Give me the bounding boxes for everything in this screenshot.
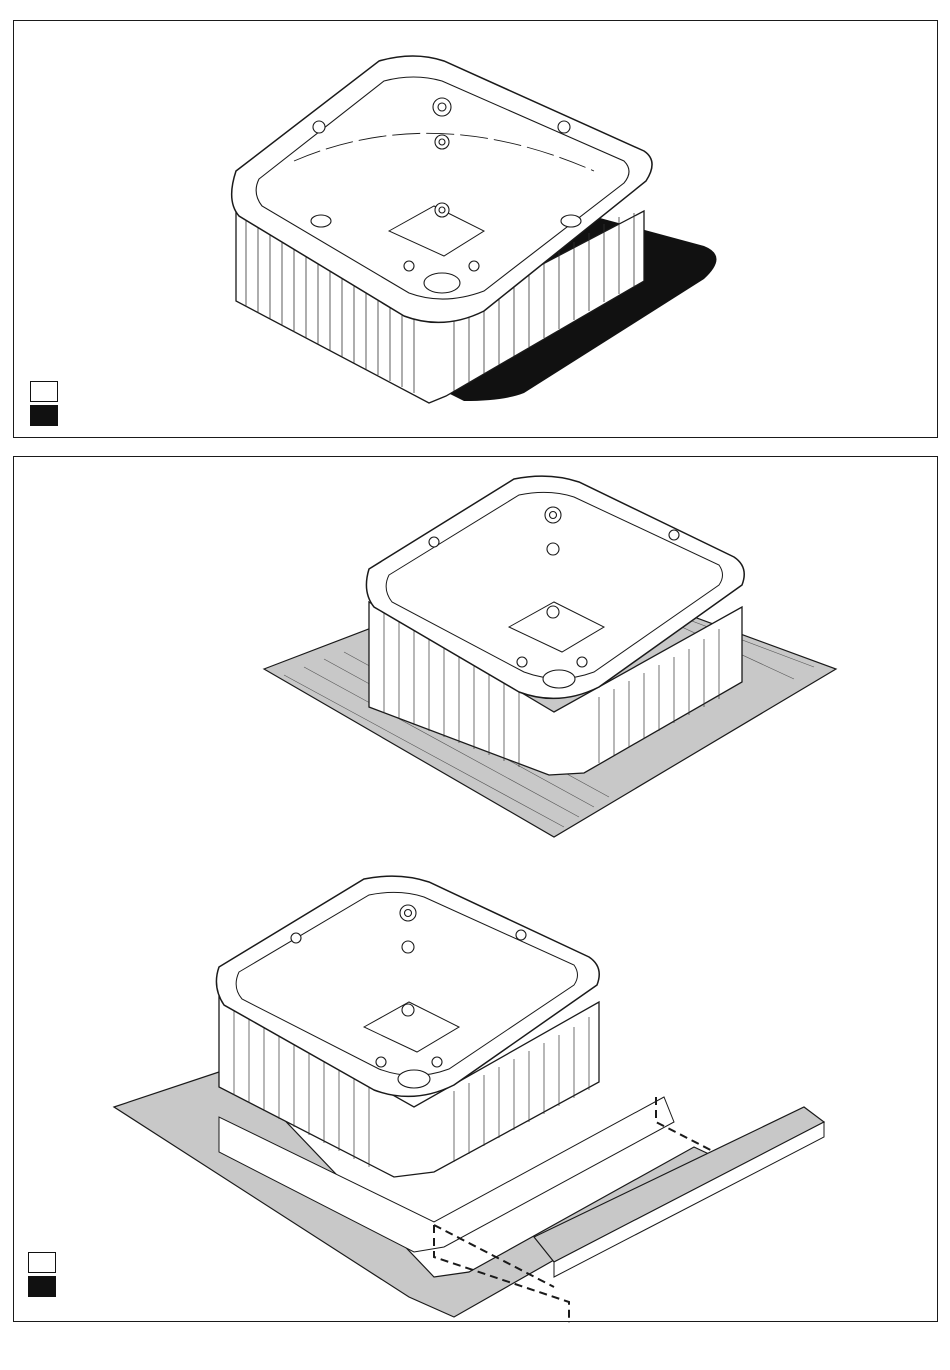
spa-on-dark-base-illustration [14,21,939,439]
legend-swatch-black [30,405,58,426]
figure-panel-bottom [13,456,938,1322]
deck-board-module [534,1107,824,1262]
spa-on-deck-and-deck-assembly-illustration [14,457,939,1323]
figure-panel-top [13,20,938,438]
legend-swatch-black [28,1276,56,1297]
legend-swatch-white [30,381,58,402]
legend-swatch-white [28,1252,56,1273]
